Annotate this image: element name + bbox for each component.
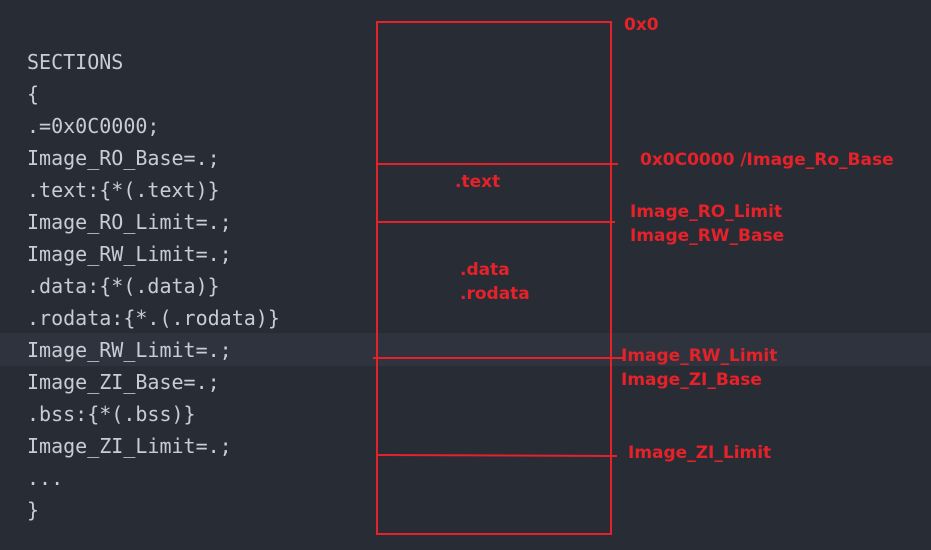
ro-limit-label: Image_RO_Limit <box>630 202 783 222</box>
rw-limit-label: Image_RW_Limit <box>621 346 778 366</box>
code-line: .data:{*(.data)} <box>27 274 220 298</box>
code-line: SECTIONS <box>27 50 124 74</box>
code-line: ... <box>27 466 64 490</box>
linker-script-code: SECTIONS { .=0x0C0000; Image_RO_Base=.; … <box>27 46 280 526</box>
zi-limit-boundary <box>376 454 618 457</box>
zi-base-label: Image_ZI_Base <box>621 370 762 390</box>
code-line: .rodata:{*.(.rodata)} <box>27 306 280 330</box>
ro-base-label: 0x0C0000 /Image_Ro_Base <box>640 150 894 170</box>
code-line: Image_RW_Limit=.; <box>27 338 232 362</box>
code-line: Image_ZI_Base=.; <box>27 370 220 394</box>
code-line: { <box>27 82 40 106</box>
code-line: Image_RW_Limit=.; <box>27 242 232 266</box>
current-line-highlight <box>0 333 931 366</box>
rodata-region-label: .rodata <box>460 284 530 304</box>
code-line: Image_RO_Limit=.; <box>27 210 232 234</box>
data-region-label: .data <box>460 260 510 280</box>
code-line: Image_RO_Base=.; <box>27 146 220 170</box>
code-line: .text:{*(.text)} <box>27 178 220 202</box>
code-line: Image_ZI_Limit=.; <box>27 434 232 458</box>
code-line: .bss:{*(.bss)} <box>27 402 196 426</box>
code-line: } <box>27 498 40 522</box>
top-address-label: 0x0 <box>624 15 659 35</box>
code-line: .=0x0C0000; <box>27 114 160 138</box>
memory-block <box>376 21 612 535</box>
zi-limit-label: Image_ZI_Limit <box>628 443 772 463</box>
rw-base-label: Image_RW_Base <box>630 226 785 246</box>
text-region-label: .text <box>455 172 501 192</box>
